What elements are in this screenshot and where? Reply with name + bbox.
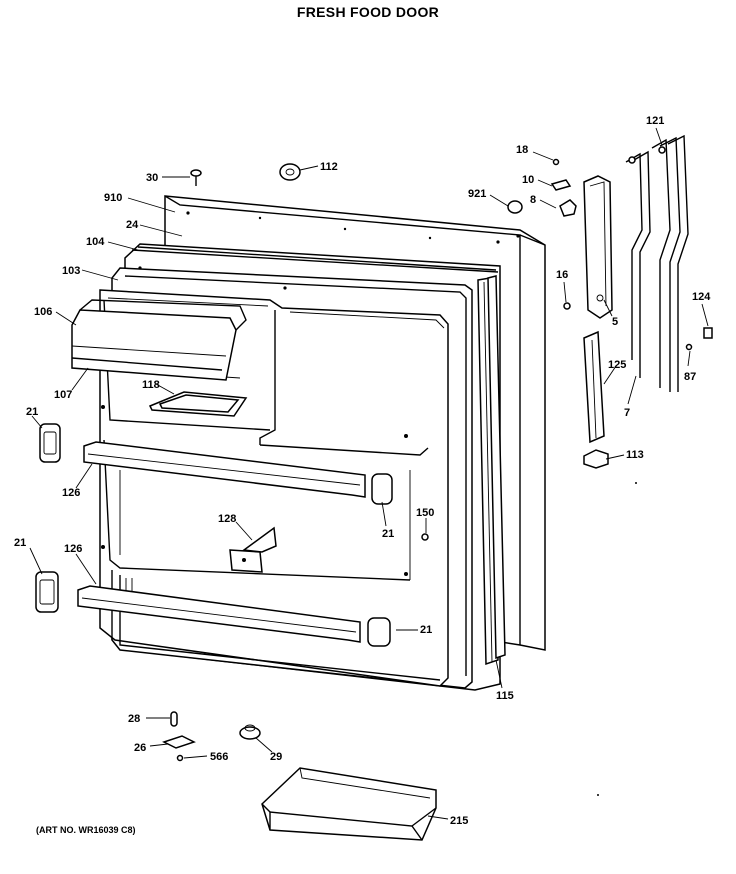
callout-7: 7 — [624, 407, 630, 419]
diagram-title-text: FRESH FOOD DOOR — [296, 4, 440, 20]
callout-26: 26 — [134, 742, 146, 754]
side-seal-strips — [477, 275, 506, 666]
callout-16: 16 — [556, 269, 568, 281]
stray-dot — [597, 794, 599, 796]
callout-113: 113 — [626, 449, 644, 461]
callout-126-upper: 126 — [62, 487, 80, 499]
cam-29 — [239, 724, 261, 740]
callout-118: 118 — [142, 379, 160, 391]
leader-lines — [29, 127, 709, 820]
callout-921: 921 — [468, 188, 486, 200]
callout-labels: 30 112 910 24 104 103 106 107 118 21 126… — [14, 115, 711, 827]
art-number: (ART NO. WR16039 C8) — [36, 825, 136, 835]
cap-921 — [507, 200, 523, 214]
plug-112 — [279, 163, 301, 181]
trim-125 — [583, 330, 605, 444]
hinge-screw-18 — [552, 158, 560, 166]
door-shelf-bar-lower — [77, 585, 361, 643]
callout-18: 18 — [516, 144, 528, 156]
callout-21-right-lower: 21 — [420, 624, 432, 636]
callout-112: 112 — [320, 161, 338, 173]
door-handle-7 — [625, 150, 651, 378]
spacer-8 — [559, 199, 577, 217]
callout-21-right-upper: 21 — [382, 528, 394, 540]
shelf-end-cap-left-lower — [35, 571, 59, 613]
shelf-end-cap-left-upper — [39, 423, 61, 463]
callout-150: 150 — [416, 507, 434, 519]
callout-126-lower: 126 — [64, 543, 82, 555]
callout-28: 28 — [128, 713, 140, 725]
callout-21-left-upper: 21 — [26, 406, 38, 418]
dairy-compartment-door — [71, 299, 247, 381]
callout-10: 10 — [522, 174, 534, 186]
callout-115: 115 — [496, 690, 514, 702]
screw-30 — [190, 169, 202, 186]
door-handle-121 — [651, 134, 689, 392]
callout-104: 104 — [86, 236, 105, 248]
callout-106: 106 — [34, 306, 52, 318]
plate-26 — [162, 735, 196, 749]
screw-87 — [685, 343, 693, 351]
shelf-end-cap-right-upper — [371, 473, 393, 505]
screw-566 — [176, 754, 184, 762]
callout-5: 5 — [612, 316, 618, 328]
pin-28 — [170, 711, 178, 727]
callout-107: 107 — [54, 389, 72, 401]
callout-910: 910 — [104, 192, 122, 204]
callout-30: 30 — [146, 172, 158, 184]
callout-21-left-lower: 21 — [14, 537, 26, 549]
callout-128: 128 — [218, 513, 236, 525]
callout-125: 125 — [608, 359, 626, 371]
door-shelf-bar-upper — [83, 441, 366, 498]
callout-215: 215 — [450, 815, 468, 827]
shelf-tray — [148, 391, 248, 417]
stray-dot — [635, 482, 637, 484]
hinge-pin-10 — [550, 179, 572, 191]
callout-121: 121 — [646, 115, 664, 127]
cover-113 — [583, 449, 609, 469]
shelf-end-cap-right-lower — [367, 617, 391, 647]
callout-87: 87 — [684, 371, 696, 383]
callout-29: 29 — [270, 751, 282, 763]
door-bin-215 — [261, 767, 437, 841]
callout-566: 566 — [210, 751, 228, 763]
screw-16 — [563, 302, 571, 310]
clip-124 — [703, 327, 713, 339]
callout-24: 24 — [126, 219, 139, 231]
callout-124: 124 — [692, 291, 711, 303]
callout-103: 103 — [62, 265, 80, 277]
hinge-bracket-5 — [583, 175, 613, 319]
screw-150 — [421, 533, 429, 541]
diagram-title: FRESH FOOD DOOR — [0, 4, 736, 20]
shelf-retainer-bracket — [229, 526, 277, 573]
callout-8: 8 — [530, 194, 536, 206]
